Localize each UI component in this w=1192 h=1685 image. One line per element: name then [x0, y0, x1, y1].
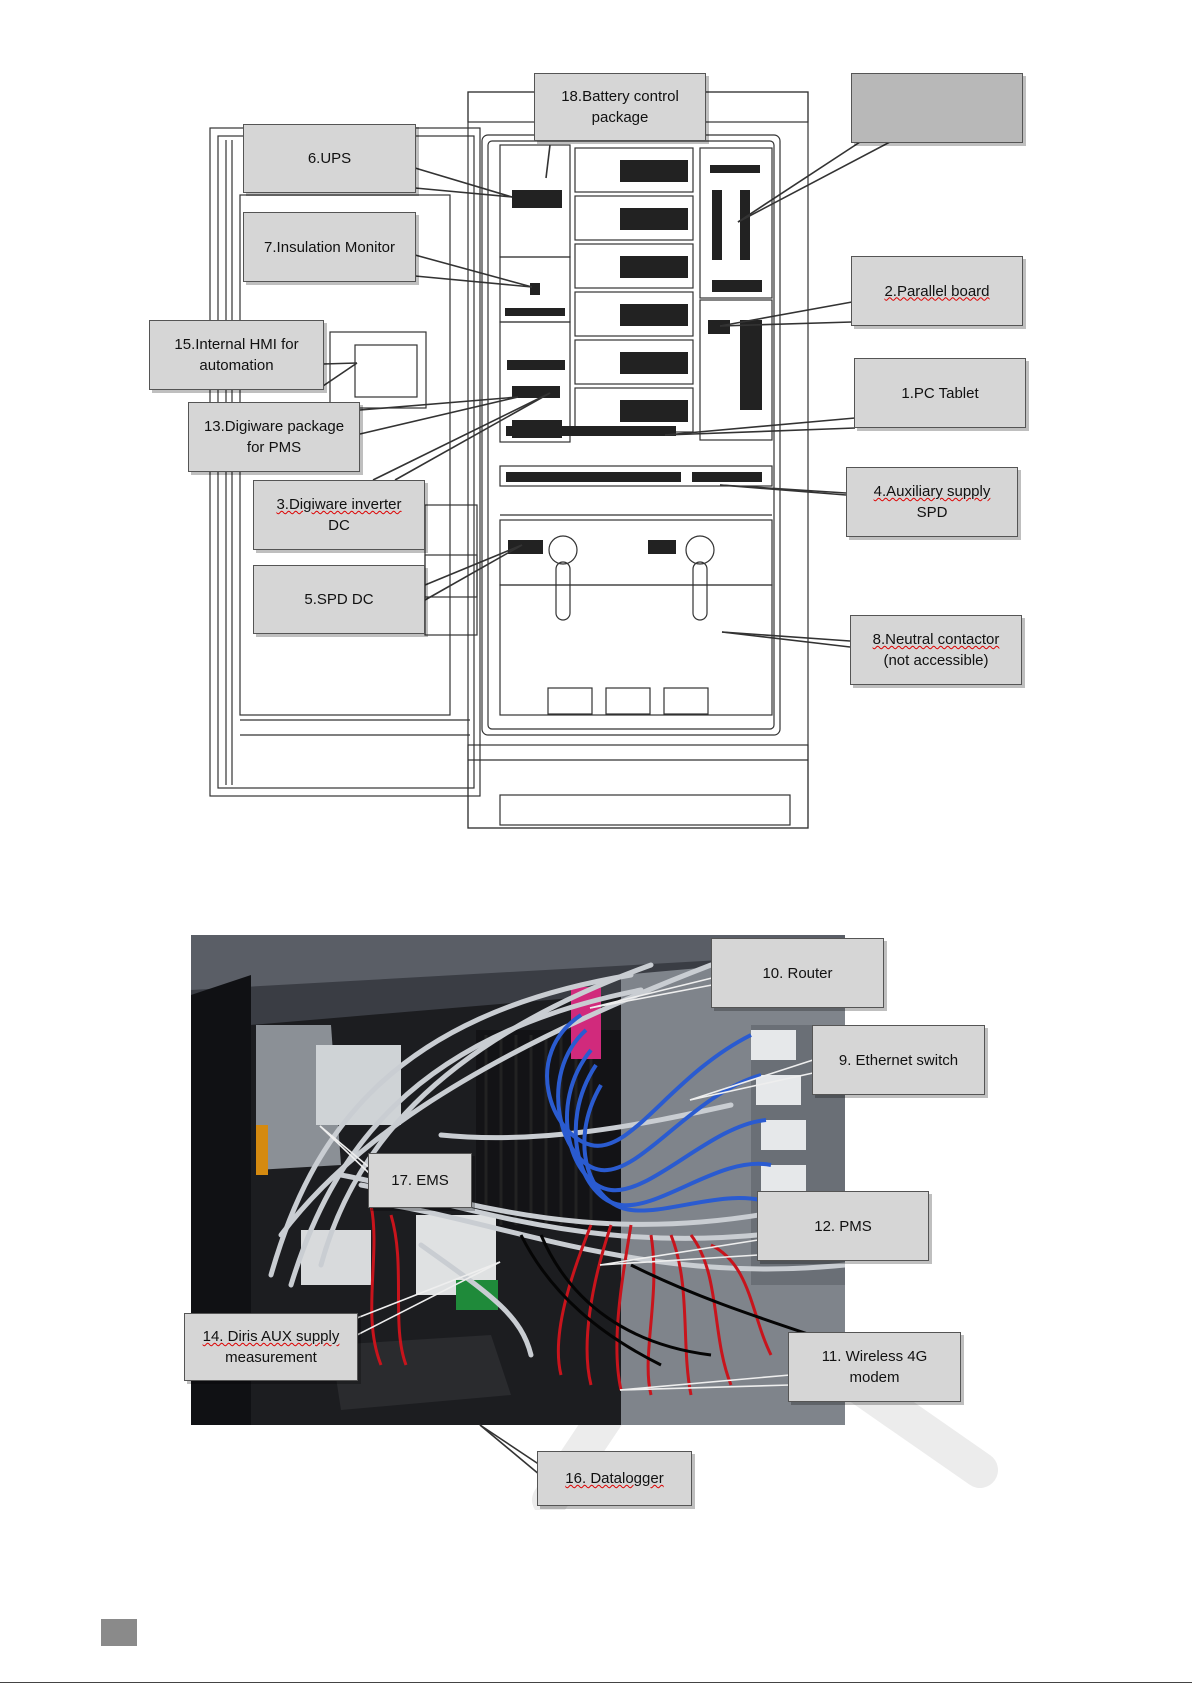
callout-digiware-pms: 13.Digiware package for PMS: [188, 402, 360, 472]
cabinet-drawing: [209, 91, 891, 829]
callout-router: 10. Router: [711, 938, 884, 1008]
callout-line-1: 13.Digiware package: [203, 418, 345, 435]
callout-line-1: 16. Datalogger: [565, 1470, 664, 1487]
callout-line-2: SPD: [916, 504, 948, 521]
callout-parallel-board: 2.Parallel board: [851, 256, 1023, 326]
callout-line-1: 18.Battery control: [561, 88, 679, 105]
callout-line-2: automation: [199, 357, 274, 374]
callout-ethernet-switch: 9. Ethernet switch: [812, 1025, 985, 1095]
callout-ups: 6.UPS: [243, 124, 416, 193]
callout-digiware-inverter: 3.Digiware inverter DC: [253, 480, 425, 550]
callout-line-1: 15.Internal HMI for: [174, 336, 299, 353]
callout-line-2: package: [591, 109, 649, 126]
callout-line-1: 3.Digiware inverter: [276, 496, 402, 513]
callout-line-1: 2.Parallel board: [884, 282, 990, 300]
callout-line-1: 7.Insulation Monitor: [264, 238, 395, 256]
callout-line-1: 6.UPS: [307, 150, 352, 167]
callout-ems: 17. EMS: [368, 1153, 472, 1208]
callout-auxiliary-supply-spd: 4.Auxiliary supply SPD: [846, 467, 1018, 537]
callout-datalogger: 16. Datalogger: [537, 1451, 692, 1506]
callout-pms: 12. PMS: [757, 1191, 929, 1261]
page-number-marker: [101, 1619, 137, 1646]
callout-battery-control-package: 18.Battery control package: [534, 73, 706, 141]
callout-blank: [851, 73, 1023, 143]
callout-line-1: 1.PC Tablet: [901, 384, 979, 402]
callout-pc-tablet: 1.PC Tablet: [854, 358, 1026, 428]
callout-line-1: 8.Neutral contactor: [872, 631, 1000, 648]
bottom-rule: [0, 1682, 1192, 1683]
callout-neutral-contactor: 8.Neutral contactor (not accessible): [850, 615, 1022, 685]
callout-internal-hmi: 15.Internal HMI for automation: [149, 320, 324, 390]
callout-line-1: 12. PMS: [814, 1217, 872, 1235]
callout-line-1: 5.SPD DC: [304, 591, 374, 608]
callout-line-1: 17. EMS: [391, 1172, 449, 1189]
callout-line-1: 10. Router: [762, 964, 833, 982]
callout-line-1: 11. Wireless 4G: [821, 1348, 928, 1365]
callout-insulation-monitor: 7.Insulation Monitor: [243, 212, 416, 282]
callout-line-1: 14. Diris AUX supply: [202, 1328, 340, 1345]
callout-line-2: modem: [849, 1369, 900, 1386]
callout-wireless-modem: 11. Wireless 4G modem: [788, 1332, 961, 1402]
callout-line-2: DC: [328, 517, 350, 534]
callout-line-2: (not accessible): [883, 652, 989, 669]
callout-line-2: for PMS: [246, 439, 302, 456]
callout-line-2: measurement: [225, 1349, 317, 1366]
callout-line-1: 4.Auxiliary supply: [873, 483, 991, 500]
callout-diris-aux-supply: 14. Diris AUX supply measurement: [184, 1313, 358, 1381]
callout-spd-dc: 5.SPD DC: [253, 565, 425, 634]
callout-line-1: 9. Ethernet switch: [838, 1051, 959, 1069]
